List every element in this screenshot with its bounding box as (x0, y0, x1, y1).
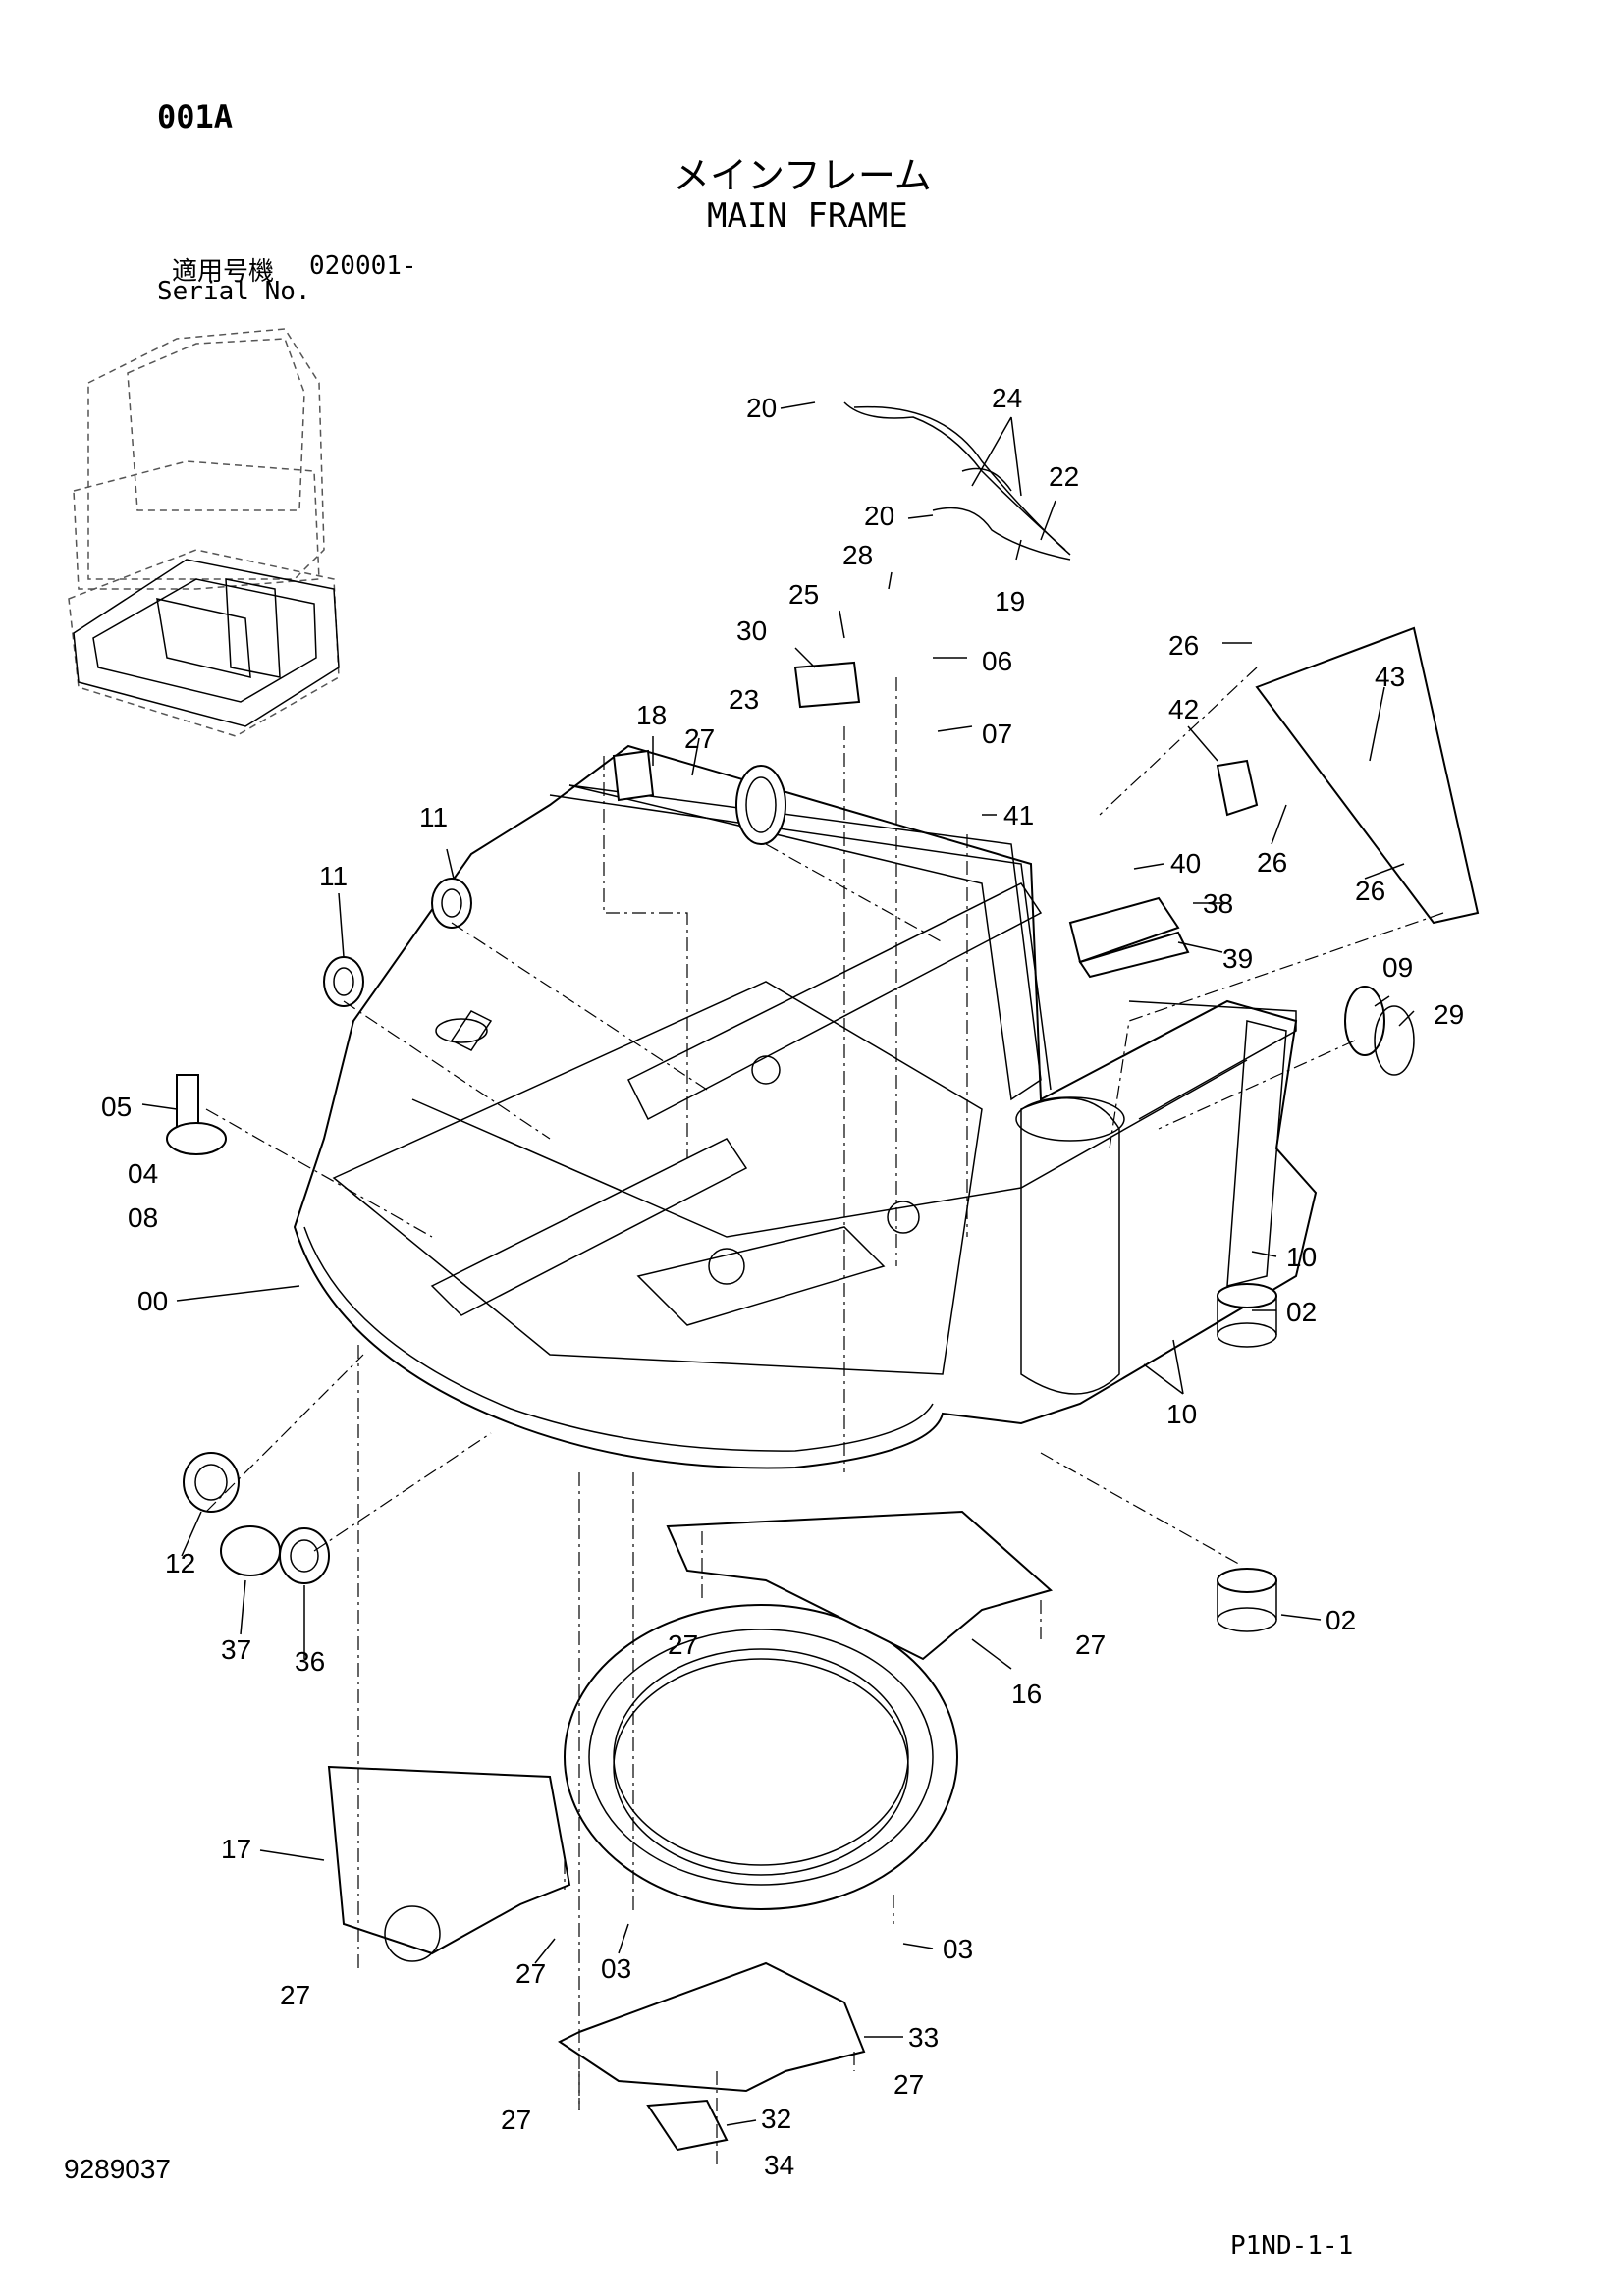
drawing-number: 9289037 (64, 2154, 172, 2184)
callout: 39 (1222, 943, 1253, 974)
callout: 17 (221, 1834, 251, 1864)
callout: 23 (729, 684, 759, 715)
callout: 05 (101, 1092, 132, 1122)
serial-range: 020001- (309, 251, 417, 281)
title-japanese: メインフレーム (673, 154, 932, 197)
leader-lines (141, 401, 1415, 2126)
cover-plates (327, 626, 1480, 2152)
wire-harness (843, 401, 1071, 561)
callout: 26 (1355, 876, 1385, 906)
callout: 00 (137, 1286, 168, 1316)
callout: 10 (1166, 1399, 1197, 1429)
callout: 27 (501, 2105, 531, 2135)
callout: 24 (992, 383, 1022, 413)
callout: 27 (280, 1980, 310, 2010)
callout: 42 (1168, 694, 1199, 724)
callout: 12 (165, 1548, 195, 1578)
serial-label-english: Serial No. (157, 277, 311, 306)
swing-bearing-ring (564, 1604, 958, 1910)
callout: 02 (1326, 1605, 1356, 1635)
callout: 36 (295, 1646, 325, 1677)
main-frame-body (293, 744, 1318, 1469)
callout: 37 (221, 1634, 251, 1665)
callout: 43 (1375, 662, 1405, 692)
callout: 27 (515, 1958, 546, 1989)
callout: 27 (1075, 1629, 1106, 1660)
callout: 18 (636, 700, 667, 730)
callout: 32 (761, 2104, 791, 2134)
callout: 06 (982, 646, 1012, 676)
callout: 03 (601, 1953, 631, 1984)
callout: 20 (746, 393, 777, 423)
callout: 38 (1203, 888, 1233, 919)
callout: 33 (908, 2022, 939, 2053)
callout: 08 (128, 1202, 158, 1233)
callout: 26 (1168, 630, 1199, 661)
seals-and-grommets (166, 765, 1415, 1632)
callout: 22 (1049, 461, 1079, 492)
callout: 19 (995, 586, 1025, 616)
callout: 27 (893, 2069, 924, 2100)
callout: 41 (1003, 800, 1034, 830)
callout: 10 (1286, 1242, 1317, 1272)
callout: 29 (1434, 999, 1464, 1030)
callout: 11 (319, 861, 348, 891)
alignment-lines (205, 667, 1444, 2169)
callout: 27 (684, 723, 715, 754)
callout: 30 (736, 615, 767, 646)
callout: 02 (1286, 1297, 1317, 1327)
page-code: 001A (157, 98, 234, 135)
callout: 34 (764, 2150, 794, 2180)
callout: 28 (842, 540, 873, 570)
callout: 04 (128, 1158, 158, 1189)
title-english: MAIN FRAME (707, 196, 908, 236)
callout: 09 (1382, 952, 1413, 983)
callout: 07 (982, 719, 1012, 749)
callout: 20 (864, 501, 894, 531)
callout: 26 (1257, 847, 1287, 878)
callout-labels: 20 24 22 20 19 28 25 30 06 07 23 18 27 2… (101, 383, 1464, 2180)
serial-label-japanese: 適用号機 (172, 257, 275, 287)
callout: 11 (419, 802, 448, 832)
callout: 25 (788, 579, 819, 610)
callout: 16 (1011, 1679, 1042, 1709)
page-reference: P1ND-1-1 (1230, 2231, 1354, 2261)
machine-overview-thumbnail (68, 328, 340, 737)
callout: 03 (943, 1934, 973, 1964)
callout: 40 (1170, 848, 1201, 879)
callout: 27 (668, 1629, 698, 1660)
